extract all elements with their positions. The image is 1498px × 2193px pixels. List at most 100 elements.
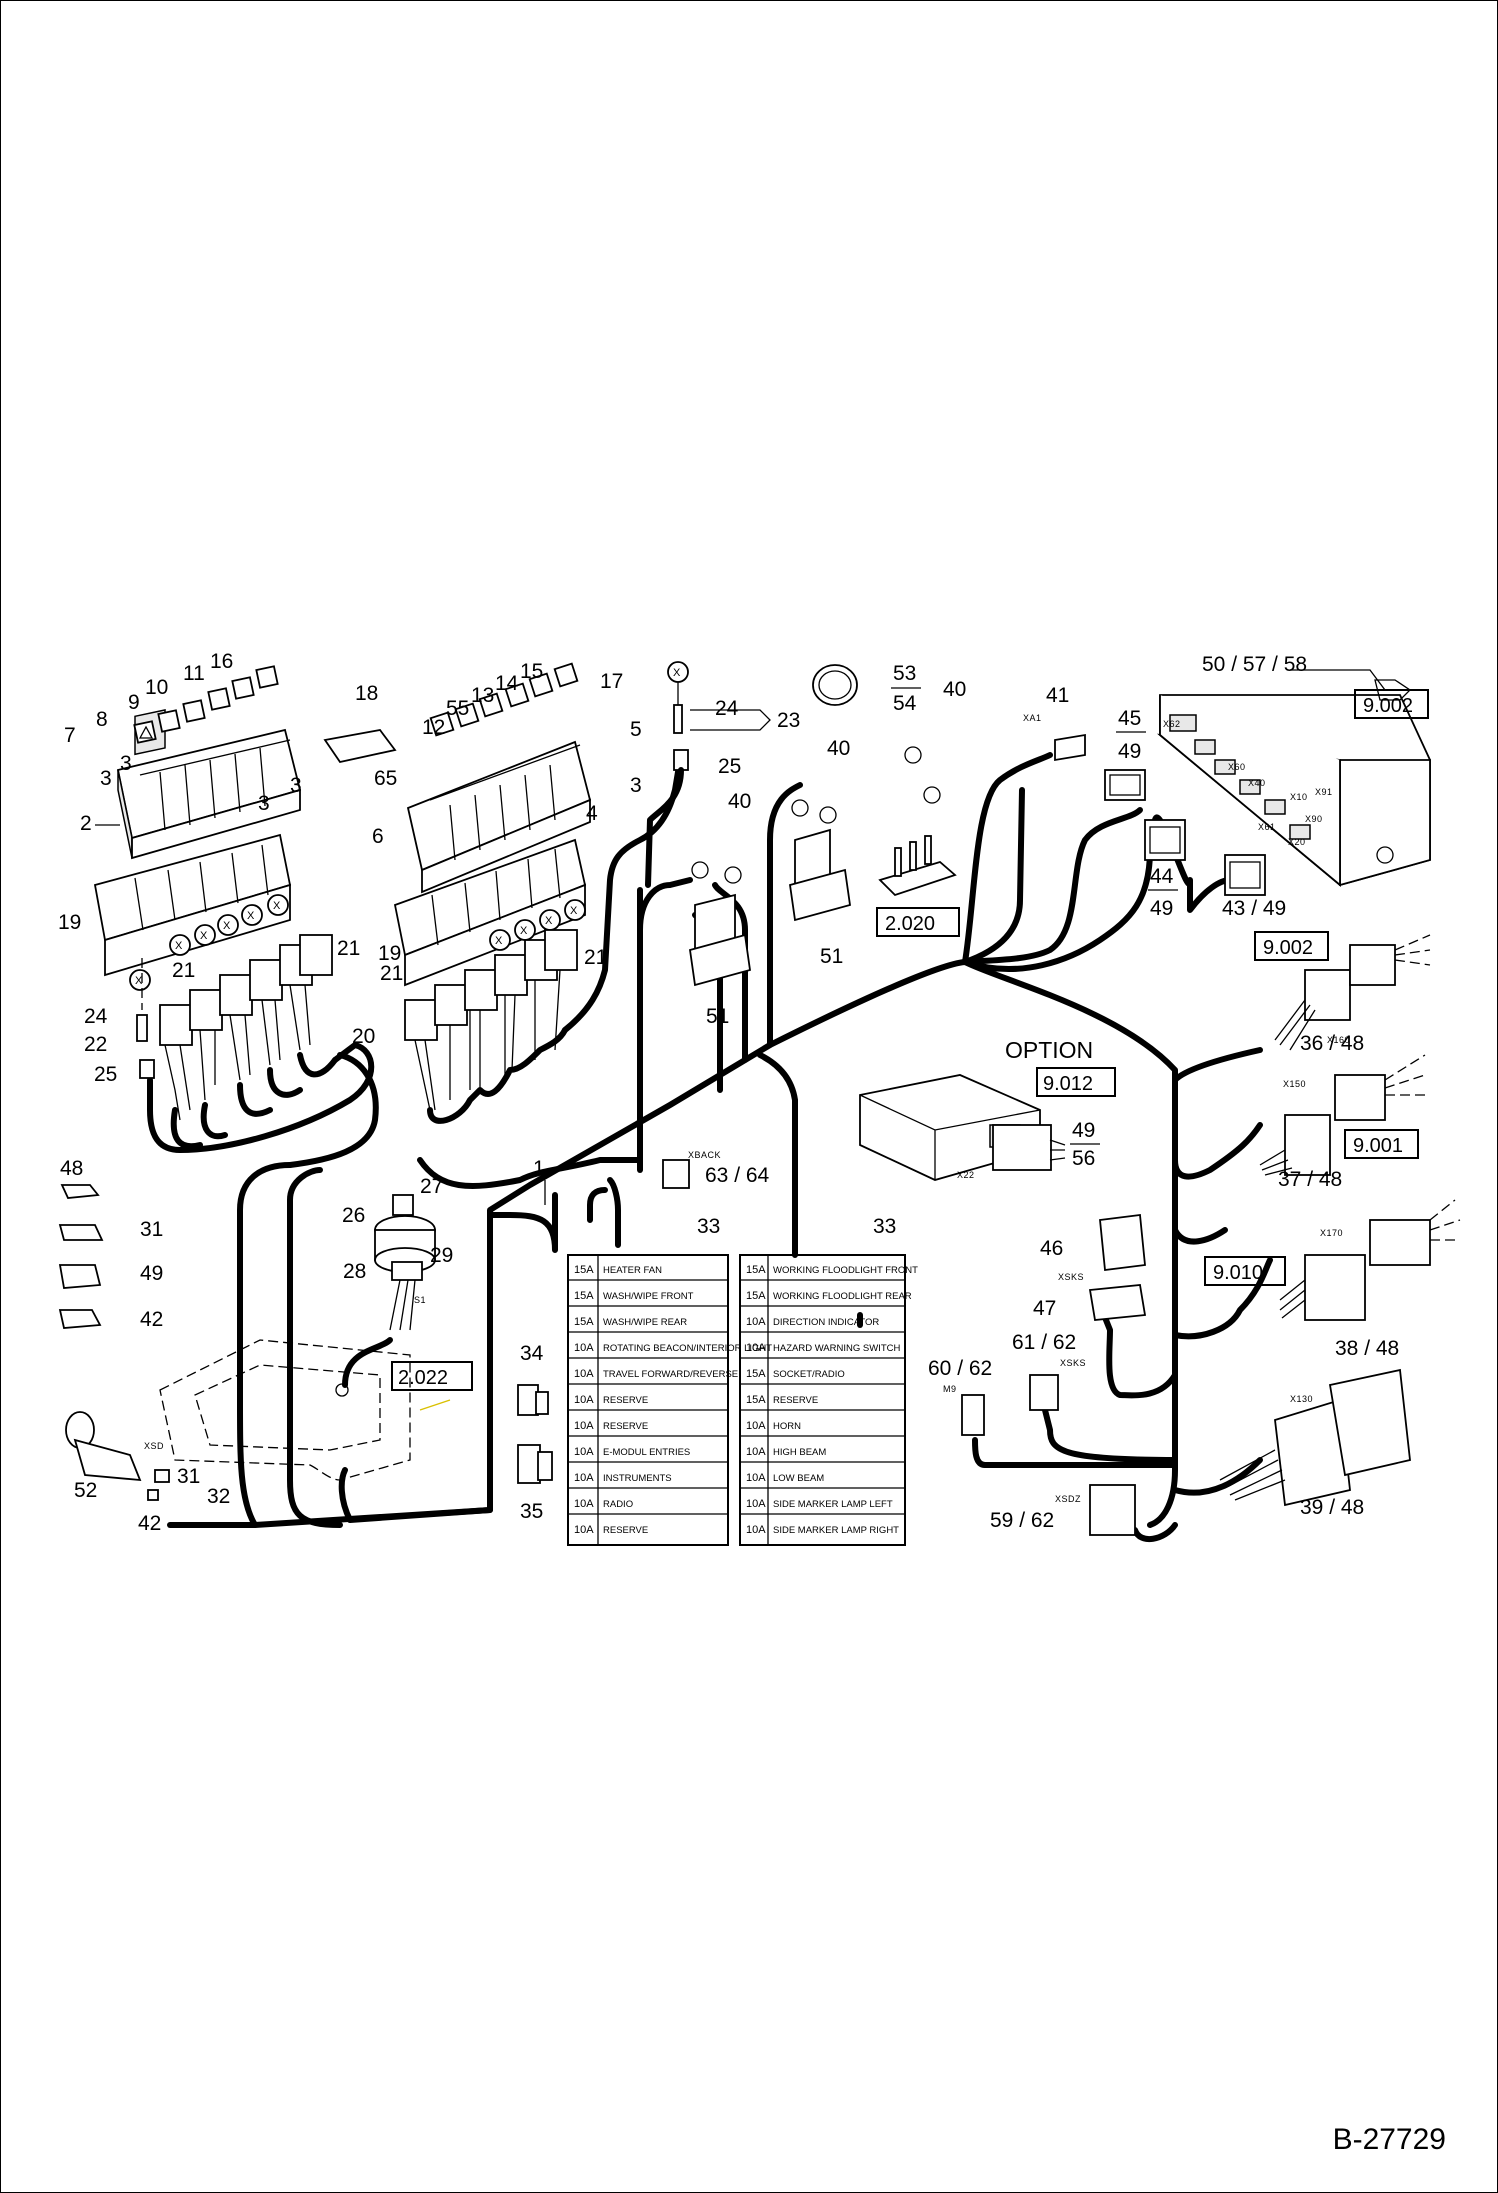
callout-19b: 19 xyxy=(378,942,401,965)
callout-25a: 25 xyxy=(718,755,741,778)
hose-clamp xyxy=(812,664,858,706)
ignition-switch xyxy=(342,1194,436,1388)
connector-x150 xyxy=(1259,1054,1426,1176)
label-x61: X61 xyxy=(1258,822,1276,832)
label-x130: X130 xyxy=(1290,1394,1313,1404)
callout-15: 15 xyxy=(520,660,543,683)
reference-box-9012: 9.012 xyxy=(1036,1067,1116,1097)
label-x10: X10 xyxy=(1290,792,1308,802)
callout-27: 27 xyxy=(420,1175,443,1198)
left-switch-connectors xyxy=(147,934,375,1153)
connector-43 xyxy=(1224,854,1266,896)
connector-m9 xyxy=(961,1394,985,1436)
callout-16: 16 xyxy=(210,650,233,673)
callout-53: 53 xyxy=(893,662,916,685)
fuse-amp: 15A xyxy=(746,1368,766,1380)
fuse-circuit: E-MODUL ENTRIES xyxy=(603,1447,690,1458)
ref-9001: 9.001 xyxy=(1353,1135,1403,1157)
relay-cable-23 xyxy=(645,661,689,888)
label-x22: X22 xyxy=(957,1170,975,1180)
ref-2020: 2.020 xyxy=(885,913,935,935)
power-socket-52 xyxy=(65,1411,170,1501)
callout-3d: 3 xyxy=(258,792,270,815)
callout-43-49: 43 / 49 xyxy=(1222,897,1286,920)
connector-xsdz xyxy=(1089,1484,1136,1536)
middle-switch-connectors xyxy=(404,752,683,1124)
label-x60: X60 xyxy=(1228,762,1246,772)
x-mark: X xyxy=(273,900,281,912)
main-harness xyxy=(167,752,1273,1542)
fuse-circuit: RADIO xyxy=(603,1499,633,1510)
option-label: OPTION xyxy=(1005,1037,1093,1063)
reference-box-9002-mid: 9.002 xyxy=(1254,931,1329,961)
fuse-circuit: SIDE MARKER LAMP LEFT xyxy=(773,1499,893,1510)
label-xback: XBACK xyxy=(688,1150,721,1160)
callout-45: 45 xyxy=(1118,707,1141,730)
callout-24b: 24 xyxy=(84,1005,108,1028)
label-x160: X160 xyxy=(1327,1035,1350,1045)
callout-49a: 49 xyxy=(140,1262,163,1285)
connector-45 xyxy=(1104,769,1146,801)
reference-box-9001: 9.001 xyxy=(1344,1129,1419,1159)
fuse-table-right xyxy=(739,1254,906,1546)
callout-54: 54 xyxy=(893,692,917,715)
callout-18: 18 xyxy=(355,682,378,705)
callout-13: 13 xyxy=(471,684,494,707)
label-x20: X20 xyxy=(1288,837,1306,847)
connector-x130 xyxy=(1219,1368,1411,1507)
fuse-circuit: HAZARD WARNING SWITCH xyxy=(773,1343,901,1354)
reference-box-2022: 2.022 xyxy=(391,1361,473,1391)
label-xsdz: XSDZ xyxy=(1055,1494,1081,1504)
callout-7: 7 xyxy=(64,724,76,747)
callout-28: 28 xyxy=(343,1260,366,1283)
fuse-amp: 10A xyxy=(574,1472,594,1484)
callout-21c: 21 xyxy=(380,962,403,985)
fuse-amp: 10A xyxy=(746,1498,766,1510)
blanking-plug-x-marks: X X X X X X X X X X X xyxy=(135,667,681,987)
label-xsd: XSD xyxy=(144,1441,164,1451)
callout-32: 32 xyxy=(207,1485,230,1508)
label-m9: M9 xyxy=(943,1384,957,1394)
left-blanking-plugs xyxy=(129,894,289,991)
terminals-left xyxy=(58,1184,104,1329)
fuse-amp: 10A xyxy=(574,1420,594,1432)
callout-48: 48 xyxy=(60,1157,83,1180)
fuse-circuit: LOW BEAM xyxy=(773,1473,824,1484)
callout-1: 1 xyxy=(533,1157,545,1180)
callout-38-48: 38 / 48 xyxy=(1335,1337,1399,1360)
fuse-circuit: WASH/WIPE FRONT xyxy=(603,1291,694,1302)
callout-24a: 24 xyxy=(715,697,739,720)
callout-19a: 19 xyxy=(58,911,81,934)
left-small-parts xyxy=(136,958,155,1079)
fuse-circuit: HEATER FAN xyxy=(603,1265,662,1276)
callout-45-49: 49 xyxy=(1118,740,1141,763)
label-xsks-2: XSKS xyxy=(1060,1358,1086,1368)
label-xa1: XA1 xyxy=(1023,713,1042,723)
callout-31a: 31 xyxy=(140,1218,163,1241)
callout-44-49: 49 xyxy=(1150,897,1173,920)
callout-29: 29 xyxy=(430,1244,453,1267)
document-id: B-27729 xyxy=(1332,2123,1446,2156)
reference-box-2020: 2.020 xyxy=(876,907,960,937)
fuse-amp: 10A xyxy=(574,1342,594,1354)
callout-63-64: 63 / 64 xyxy=(705,1164,770,1187)
fuse-table-left xyxy=(567,1254,729,1546)
connector-44 xyxy=(1144,819,1186,861)
callout-47: 47 xyxy=(1033,1297,1056,1320)
x-mark: X xyxy=(673,667,681,679)
callout-2: 2 xyxy=(80,812,92,835)
ref-9012: 9.012 xyxy=(1043,1073,1093,1095)
callout-44: 44 xyxy=(1150,865,1174,888)
callout-11: 11 xyxy=(183,662,205,685)
callout-3a: 3 xyxy=(100,767,112,790)
fuse-amp: 15A xyxy=(574,1264,594,1276)
fuse-amp: 10A xyxy=(574,1524,594,1536)
fuse-amp: 10A xyxy=(746,1472,766,1484)
callout-35: 35 xyxy=(520,1500,543,1523)
callout-4: 4 xyxy=(586,802,598,825)
fuse-circuit: DIRECTION INDICATOR xyxy=(773,1317,879,1328)
callout-3c: 3 xyxy=(290,774,302,797)
callout-5: 5 xyxy=(630,718,642,741)
callout-33a: 33 xyxy=(697,1215,720,1238)
ref-9010: 9.010 xyxy=(1213,1262,1263,1284)
